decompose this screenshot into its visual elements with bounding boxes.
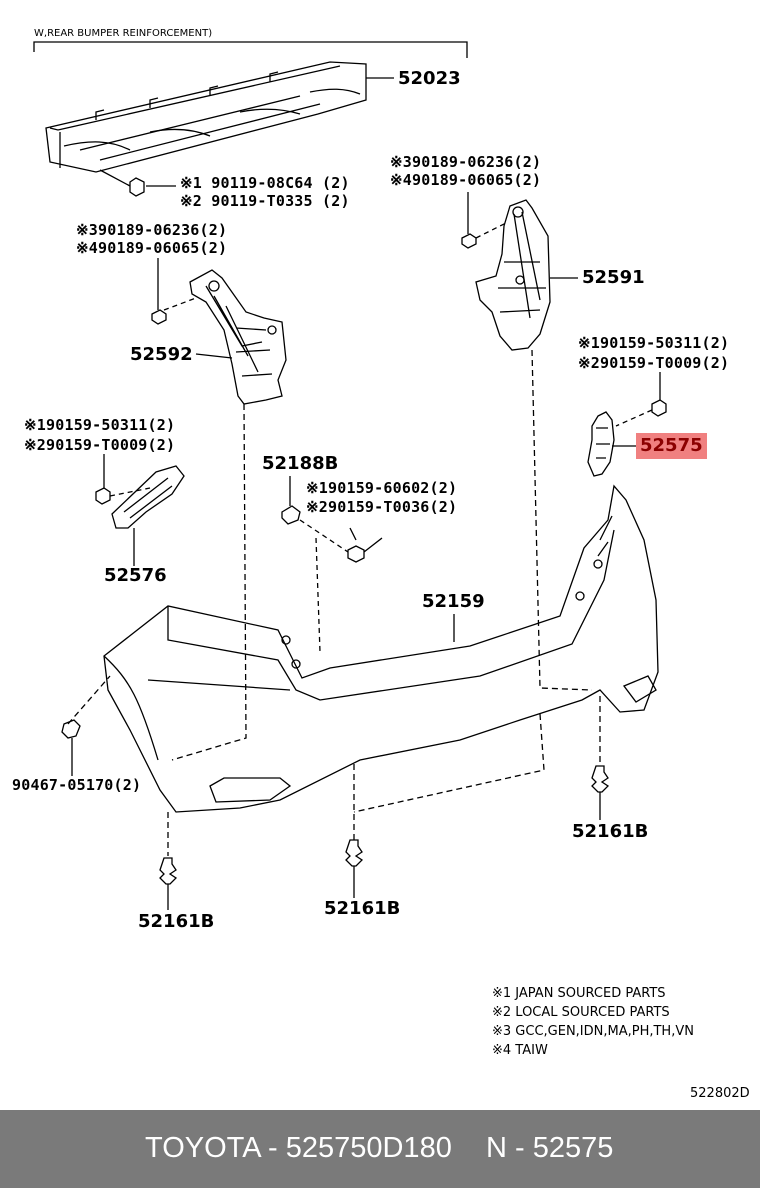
note-1: ※1 JAPAN SOURCED PARTS — [492, 986, 666, 1001]
retainer-52576-drawing — [111, 465, 185, 566]
part-number-52159[interactable]: 52159 — [422, 591, 485, 612]
part-number-52161b-mid[interactable]: 52161B — [324, 898, 401, 919]
bolt-52575 — [651, 399, 667, 417]
parts-diagram: W,REAR BUMPER REINFORCEMENT) 52023 ※1 90… — [12, 28, 750, 1101]
bolt-52576 — [95, 487, 111, 505]
ref-90159-t0009-left: ※290159-T0009(2) — [24, 436, 176, 454]
part-number-52576[interactable]: 52576 — [104, 565, 167, 586]
part-number-52188b[interactable]: 52188B — [262, 453, 339, 474]
clip-right-drawing — [591, 765, 610, 793]
clip-mid-drawing — [345, 839, 364, 867]
header-note: W,REAR BUMPER REINFORCEMENT) — [34, 28, 213, 39]
ref-90119-08c64: ※1 90119-08C64 (2) — [180, 174, 350, 192]
ref-90189-06065-left: ※490189-06065(2) — [76, 239, 228, 257]
footer-bar: TOYOTA - 525750D180 N - 52575 — [0, 1110, 760, 1188]
figure-code: 522802D — [690, 1086, 750, 1101]
ref-90159-t0036: ※290159-T0036(2) — [306, 498, 458, 516]
ref-90159-50311-right: ※190159-50311(2) — [578, 334, 730, 352]
diagram-drawing — [33, 41, 667, 910]
ref-90189-06065-right: ※490189-06065(2) — [390, 171, 542, 189]
nut-left — [151, 309, 167, 325]
ref-90189-06236-right: ※390189-06236(2) — [390, 153, 542, 171]
clip-52188b — [281, 505, 301, 525]
dashed-leaders — [67, 349, 601, 856]
note-4: ※4 TAIW — [492, 1043, 548, 1058]
part-number-52161b-left[interactable]: 52161B — [138, 911, 215, 932]
reinforcement-drawing — [45, 61, 394, 173]
part-number-52161b-right[interactable]: 52161B — [572, 821, 649, 842]
clip-left-drawing — [159, 857, 178, 885]
part-number-52575-highlight[interactable]: 52575 — [636, 433, 707, 459]
bracket-52592-drawing — [189, 269, 287, 405]
ref-90159-50311-left: ※190159-50311(2) — [24, 416, 176, 434]
retainer-52575-drawing — [587, 411, 640, 477]
note-2: ※2 LOCAL SOURCED PARTS — [492, 1005, 670, 1020]
bolt-1 — [99, 169, 145, 197]
clip-90467-drawing — [61, 719, 81, 739]
bracket-52591-drawing — [475, 199, 578, 351]
ref-90467-05170: 90467-05170(2) — [12, 776, 142, 794]
part-number-52023[interactable]: 52023 — [398, 68, 461, 89]
footer-brand-part: TOYOTA - 525750D180 — [145, 1132, 452, 1164]
footer-n-part: N - 52575 — [486, 1132, 614, 1164]
part-number-52591[interactable]: 52591 — [582, 267, 645, 288]
bumper-cover-drawing — [103, 484, 659, 813]
ref-90159-t0009-right: ※290159-T0009(2) — [578, 354, 730, 372]
note-3: ※3 GCC,GEN,IDN,MA,PH,TH,VN — [492, 1024, 694, 1039]
ref-90189-06236-left: ※390189-06236(2) — [76, 221, 228, 239]
part-number-52592[interactable]: 52592 — [130, 344, 193, 365]
bolt-mid — [347, 537, 383, 563]
header-bracket — [33, 41, 468, 58]
ref-90119-t0335: ※2 90119-T0335 (2) — [180, 192, 350, 210]
nut-right — [461, 233, 477, 249]
ref-90159-60602: ※190159-60602(2) — [306, 479, 458, 497]
